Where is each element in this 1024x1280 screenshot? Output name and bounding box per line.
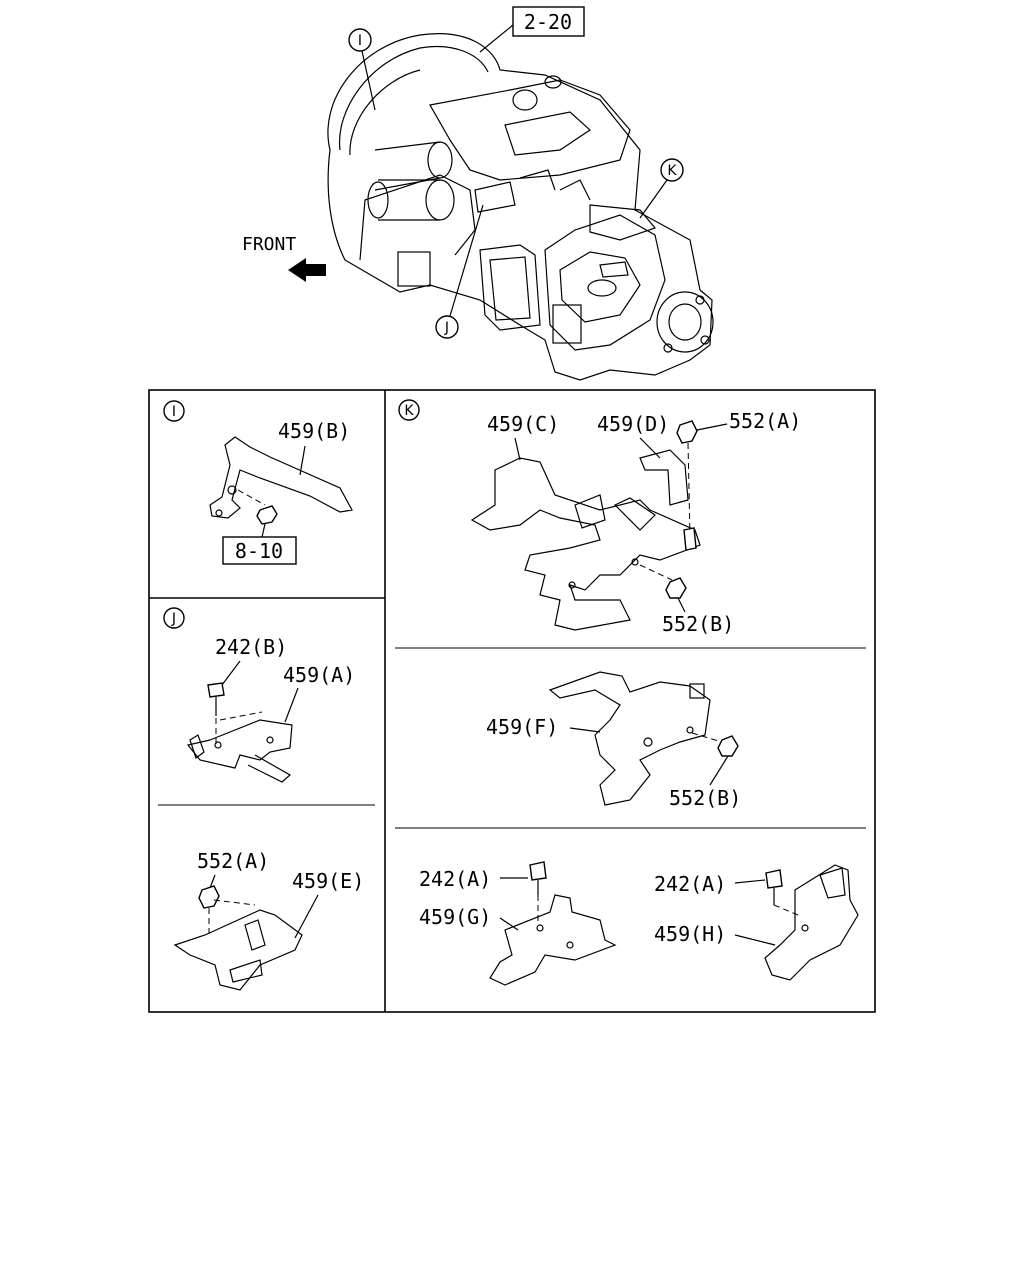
part-label: 552(B) xyxy=(669,786,741,810)
part-label: 459(A) xyxy=(283,663,355,687)
part-label: 8-10 xyxy=(235,539,283,563)
front-label: FRONT xyxy=(242,234,296,255)
callout-i: I xyxy=(348,28,376,111)
panel-k-top: K 459(C) 459(D) 552(A) 552(B) xyxy=(398,399,801,636)
part-label: 552(A) xyxy=(197,849,269,873)
ref-box-label: 2-20 xyxy=(524,10,572,34)
part-label: 459(D) xyxy=(597,412,669,436)
part-label: 552(B) xyxy=(662,612,734,636)
part-label: 459(C) xyxy=(487,412,559,436)
svg-text:I: I xyxy=(358,33,362,49)
part-label: 459(F) xyxy=(486,715,558,739)
part-label: 242(A) xyxy=(654,872,726,896)
part-label: 459(B) xyxy=(278,419,350,443)
panel-j-bottom: 552(A) 459(E) xyxy=(173,849,364,991)
panel-j-id: J xyxy=(171,611,176,627)
part-label: 552(A) xyxy=(729,409,801,433)
panel-grid xyxy=(148,389,876,1013)
panel-k-bottom: 242(A) 459(G) 242(A) 459(H) xyxy=(419,861,859,986)
part-label: 242(B) xyxy=(215,635,287,659)
transmission-assembly xyxy=(327,33,714,381)
panel-i: I 459(B) 8-10 xyxy=(163,400,353,565)
panel-k-mid: 459(F) 552(B) xyxy=(486,671,741,810)
panel-j-top: J 242(B) 459(A) xyxy=(163,607,355,783)
part-label: 242(A) xyxy=(419,867,491,891)
panel-i-id: I xyxy=(172,404,176,420)
part-label: 459(G) xyxy=(419,905,491,929)
part-label: 459(H) xyxy=(654,922,726,946)
svg-text:J: J xyxy=(444,320,449,336)
part-label: 459(E) xyxy=(292,869,364,893)
callout-j: J xyxy=(435,204,484,339)
ref-box xyxy=(512,6,585,37)
svg-text:K: K xyxy=(667,163,677,179)
panel-k-id: K xyxy=(404,403,414,419)
callout-k: K xyxy=(639,158,684,219)
front-arrow-icon xyxy=(288,258,326,282)
